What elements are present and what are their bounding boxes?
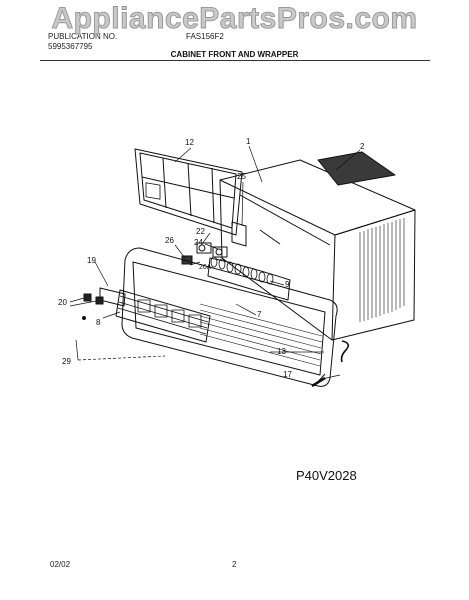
callout-label: 2	[360, 142, 365, 151]
callout-label: 22	[196, 227, 205, 236]
callout-label: 24	[194, 238, 203, 247]
page-title: CABINET FRONT AND WRAPPER	[170, 50, 299, 59]
callout-label: 12	[185, 138, 194, 147]
callout-label: 19	[87, 256, 96, 265]
watermark: AppliancePartsPros.com	[51, 2, 418, 36]
callout-label: 13	[277, 347, 286, 356]
callout-label: 17	[283, 370, 292, 379]
drawing-code: P40V2028	[296, 468, 357, 483]
header-divider	[40, 60, 430, 61]
callout-label: 26A	[199, 264, 212, 271]
callout-label: 8	[96, 318, 101, 327]
callout-leader-lines	[69, 145, 361, 380]
cabinet-wrapper	[219, 151, 416, 341]
callout-label: 20	[58, 298, 67, 307]
model-number: FAS156F2	[186, 32, 224, 41]
publication-number: 5995367795	[48, 42, 93, 51]
cabinet-front-panel	[121, 247, 338, 387]
callout-label: 9	[285, 280, 290, 289]
publication-label: PUBLICATION NO.	[48, 32, 118, 41]
control-panel-bracket	[181, 221, 247, 265]
callout-label: 29	[62, 357, 71, 366]
callout-label: 7	[257, 310, 262, 319]
footer-date: 02/02	[50, 560, 71, 569]
drain-strip	[311, 340, 350, 388]
louver-assembly	[207, 256, 291, 301]
callout-label: 1	[246, 137, 251, 146]
callout-label: 26	[165, 236, 174, 245]
callout-label: 25	[237, 172, 246, 181]
side-bracket-screws	[82, 287, 126, 320]
footer-page-number: 2	[232, 560, 237, 569]
front-grille	[115, 289, 211, 343]
